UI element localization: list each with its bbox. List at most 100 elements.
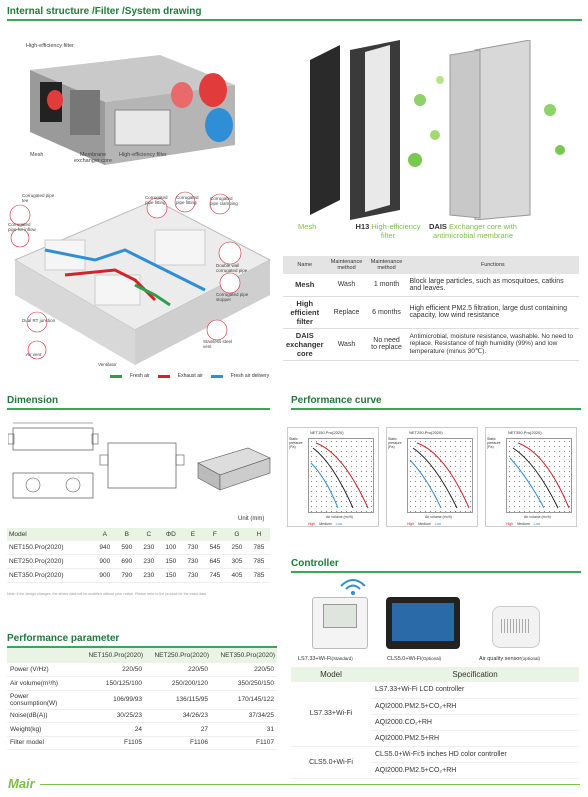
perf-cell: F1105	[79, 736, 145, 750]
ctrl-header-spec: Specification	[371, 667, 579, 682]
caption-cls5-model: CLS5.0+Wi-Fi	[387, 656, 422, 662]
maint-cell: Wash	[326, 328, 367, 361]
performance-table: NET150.Pro(2020) NET250.Pro(2020) NET350…	[7, 648, 277, 750]
perf-cell: 106/99/93	[79, 690, 145, 710]
section-title-controller: Controller	[291, 558, 339, 569]
curve-title-2: NET250.Pro(2020)	[409, 430, 443, 435]
curve-xlabel-1: Air volume (m³/h)	[326, 515, 353, 519]
perf-header-250: NET250.Pro(2020)	[145, 648, 211, 663]
system-label-11: Stainless steel vent	[203, 339, 233, 350]
table-row: AQI2000.CO₂+RH	[291, 714, 579, 731]
perf-cell: 250/200/120	[145, 676, 211, 691]
perf-cell: 220/50	[145, 663, 211, 677]
cls5-controller-image	[386, 597, 460, 649]
dim-cell: 150	[159, 568, 182, 583]
label-bottom-filter: High-efficiency filter	[119, 152, 167, 158]
section-divider	[7, 646, 277, 648]
maint-cell: Antimicrobial, moisture resistance, wash…	[406, 328, 579, 361]
curve-legend-low: Low	[335, 522, 343, 526]
perf-cell: 220/50	[79, 663, 145, 677]
ctrl-model-cls5: CLS5.0+Wi-Fi	[291, 746, 371, 779]
fresh-air-swatch	[110, 374, 122, 378]
section-title-performance-curve: Performance curve	[291, 395, 382, 406]
system-label-7: Corrugated pipe stopper	[216, 292, 249, 303]
dim-header-g: G	[225, 528, 248, 541]
brand-logo: Mair	[8, 776, 35, 791]
system-drawing-illustration	[9, 191, 272, 365]
system-label-10: Ventilator	[98, 362, 117, 367]
dim-cell: 690	[115, 554, 138, 569]
caption-ls7: LS7.33+Wi-Fi(Standard)	[298, 656, 353, 662]
curve-title-3: NET350.Pro(2020)	[508, 430, 542, 435]
filter-dais-rest: Exchanger core with antimicrobial membra…	[432, 222, 517, 240]
dim-cell: 785	[247, 568, 270, 583]
table-row: High efficient filter Replace 6 months H…	[283, 296, 579, 329]
filter-h13-caption: H13 High-efficiency filter	[352, 222, 424, 240]
curve-xlabel-3: Air volume (m³/h)	[524, 515, 551, 519]
sensor-grille	[501, 619, 531, 633]
dim-cell: 900	[93, 554, 116, 569]
system-label-2: Corrugated pipe for inflow	[8, 222, 36, 233]
ctrl-model-ls7: LS7.33+Wi-Fi	[291, 682, 371, 747]
curve-legend-high: High	[308, 522, 316, 526]
section-divider	[7, 19, 582, 21]
maint-header-method2: Maintenance method	[366, 256, 407, 274]
exhaust-air-swatch	[157, 374, 170, 378]
airflow-legend: Fresh air Exhaust air Fresh air delivery	[110, 373, 269, 379]
filter-h13-bold: H13	[355, 222, 370, 231]
ls7-controller-image	[312, 597, 368, 649]
filter-mesh-caption: Mesh	[298, 222, 317, 231]
table-row: AQI2000.PM2.5+CO₂+RH	[291, 762, 579, 779]
section-title-dimension: Dimension	[7, 395, 59, 406]
caption-cls5-optional: (Optional)	[421, 656, 442, 661]
system-label-6: Double wall corrugated pipe	[216, 263, 248, 274]
dim-cell: 900	[93, 568, 116, 583]
dim-cell: 645	[203, 554, 226, 569]
delivery-air-swatch	[210, 374, 223, 378]
dim-cell: 940	[93, 541, 116, 555]
dim-cell: 405	[225, 568, 248, 583]
perf-cell: 24	[79, 722, 145, 737]
air-quality-sensor-image	[492, 606, 540, 648]
label-top-filter: High-efficiency filter	[26, 43, 74, 49]
maint-header-method: Maintenance method	[326, 256, 367, 274]
curve-panel-2: NET250.Pro(2020) Static pressure (Pa) Ai…	[386, 427, 478, 527]
perf-cell: 34/26/23	[145, 709, 211, 723]
dim-header-a: A	[93, 528, 116, 541]
dim-header-d: ΦD	[159, 528, 182, 541]
ctrl-spec: LS7.33+Wi-Fi LCD controller	[371, 682, 579, 699]
table-row: Mesh Wash 1 month Block large particles,…	[283, 274, 579, 297]
section-title-internal: Internal structure /Filter /System drawi…	[7, 6, 202, 17]
perf-cell: 30/25/23	[79, 709, 145, 723]
perf-cell: 37/34/25	[211, 709, 277, 723]
dim-header-h: H	[247, 528, 270, 541]
table-row: CLS5.0+Wi-Fi CLS5.0+Wi-Fi:5 inches HD co…	[291, 746, 579, 779]
perf-cell: 220/50	[211, 663, 277, 677]
curve-grid	[407, 438, 473, 513]
curve-ylabel-2: Static pressure (Pa)	[388, 437, 402, 449]
curve-ylabel-1: Static pressure (Pa)	[289, 437, 303, 449]
dim-cell: 230	[137, 554, 160, 569]
label-membrane: Membrane exchanger core	[74, 152, 112, 165]
caption-ls7-standard: (Standard)	[331, 656, 353, 661]
perf-cell: 31	[211, 722, 277, 737]
section-divider	[291, 571, 581, 573]
maint-cell: High efficient filter	[283, 296, 327, 329]
ctrl-spec: AQI2000.CO₂+RH	[371, 714, 579, 731]
dim-cell: NET150.Pro(2020)	[7, 541, 94, 555]
maint-header-functions: Functions	[406, 256, 579, 274]
filter-dais-caption: DAIS Exchanger core with antimicrobial m…	[428, 222, 518, 240]
perf-cell: 27	[145, 722, 211, 737]
caption-sensor-name: Air quality sensor	[479, 656, 522, 662]
perf-cell: F1107	[211, 736, 277, 750]
